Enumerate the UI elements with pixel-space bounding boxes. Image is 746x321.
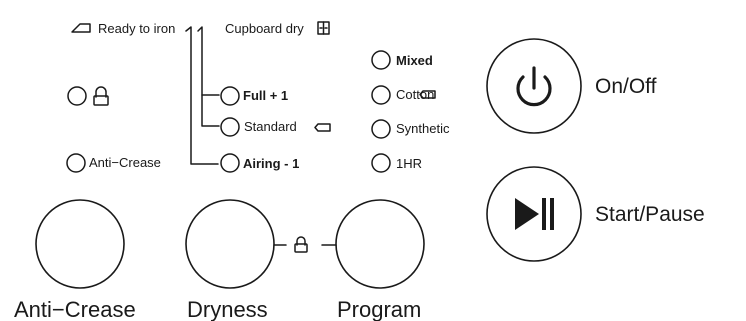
on-off-button[interactable]: [487, 39, 581, 133]
dryness-button-ring: [185, 199, 275, 289]
start-pause-button-label: Start/Pause: [595, 203, 705, 226]
lock-indicator-led: [67, 86, 87, 106]
tag-icon: [419, 90, 436, 99]
power-icon: [516, 66, 552, 107]
start-pause-button[interactable]: [487, 167, 581, 261]
program-button[interactable]: [336, 200, 424, 288]
lock-icon: [294, 236, 308, 253]
anti-crease-button-ring: [35, 199, 125, 289]
cupboard-dry-label: Cupboard dry: [225, 21, 304, 36]
synthetic-label: Synthetic: [396, 121, 450, 136]
anti-crease-indicator-label: Anti−Crease: [89, 155, 161, 170]
full-plus-1-led: [220, 86, 240, 106]
tag-icon: [314, 123, 331, 132]
airing-minus-1-led: [220, 153, 240, 173]
start-pause-button-ring: [486, 166, 582, 262]
dryness-button[interactable]: [186, 200, 274, 288]
play-pause-icon: [515, 198, 554, 230]
full-plus-1-label: Full + 1: [243, 88, 289, 103]
cotton-led: [371, 85, 391, 105]
connector-cupboard: [197, 26, 220, 127]
one-hr-led: [371, 153, 391, 173]
standard-led: [220, 117, 240, 137]
cupboard-icon: [317, 21, 330, 35]
iron-icon: [71, 23, 91, 33]
connector-ready: [185, 26, 219, 165]
dryness-button-label: Dryness: [187, 297, 268, 321]
ready-to-iron-label: Ready to iron: [98, 21, 176, 36]
standard-label: Standard: [244, 119, 297, 134]
lock-icon: [93, 86, 109, 106]
cotton-label: Cotton: [396, 87, 435, 102]
one-hr-label: 1HR: [396, 156, 423, 171]
on-off-button-label: On/Off: [595, 75, 657, 98]
anti-crease-button[interactable]: [36, 200, 124, 288]
anti-crease-indicator-led: [66, 153, 86, 173]
on-off-button-ring: [486, 38, 582, 134]
anti-crease-button-label: Anti−Crease: [14, 297, 136, 321]
mixed-led: [371, 50, 391, 70]
airing-minus-1-label: Airing - 1: [243, 156, 300, 171]
program-button-label: Program: [337, 297, 422, 321]
program-button-ring: [335, 199, 425, 289]
mixed-label: Mixed: [396, 53, 433, 68]
synthetic-led: [371, 119, 391, 139]
